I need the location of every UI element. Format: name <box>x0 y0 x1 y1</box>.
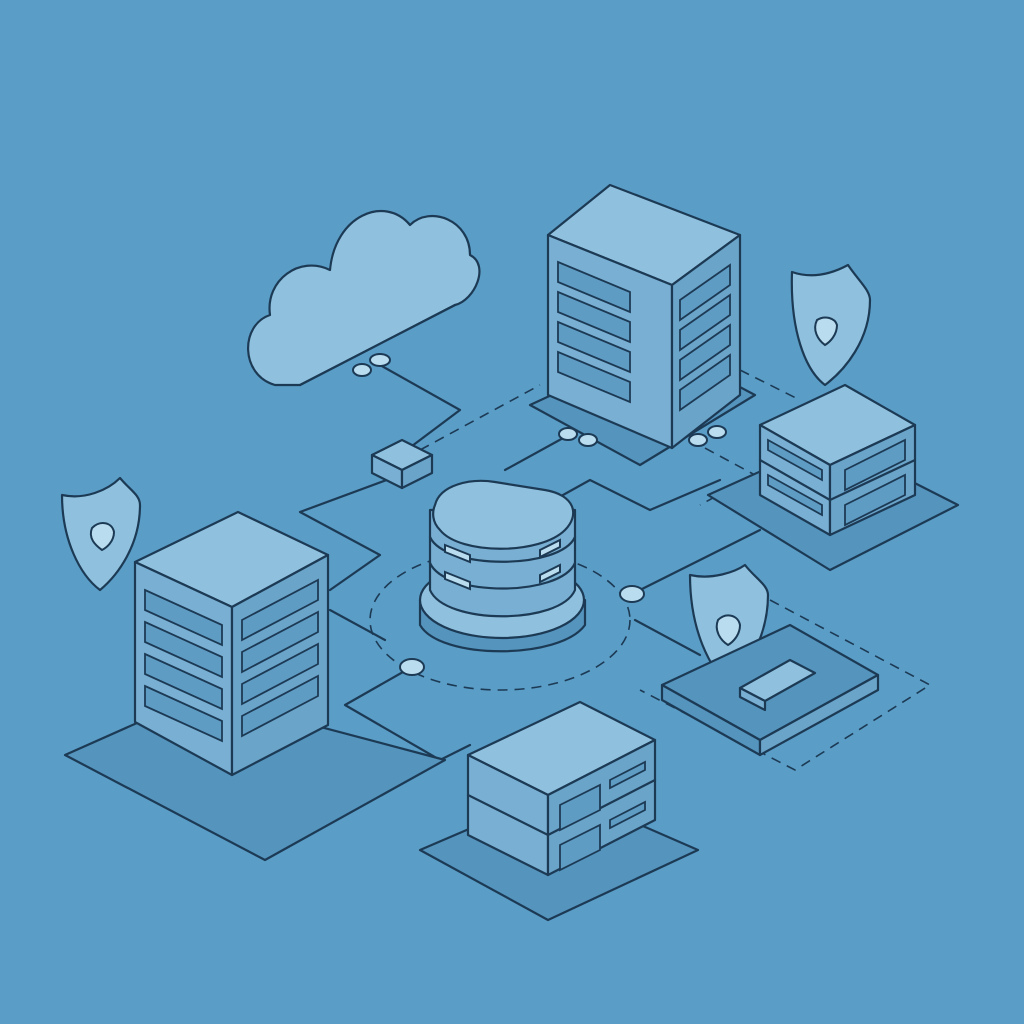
server-tower-icon <box>418 700 700 922</box>
connector-node <box>688 433 708 447</box>
server-tower-icon <box>63 510 447 862</box>
server-tower-icon <box>528 183 757 467</box>
security-shield-icon <box>790 263 872 387</box>
connector-node <box>619 585 645 603</box>
connector-node <box>369 353 391 367</box>
cloud-icon <box>247 209 481 387</box>
connector-node <box>352 363 372 377</box>
server-drive-slots <box>144 578 319 743</box>
connector-node <box>399 658 425 676</box>
connector-node <box>578 433 598 447</box>
router-icon <box>660 623 880 757</box>
server-drive-slots <box>557 260 731 412</box>
connector-node <box>707 425 727 439</box>
connector-node <box>558 427 578 441</box>
database-icon <box>399 479 645 676</box>
connector-icon <box>370 438 434 490</box>
network-switch-icon <box>706 383 960 572</box>
security-shield-icon <box>60 476 142 592</box>
